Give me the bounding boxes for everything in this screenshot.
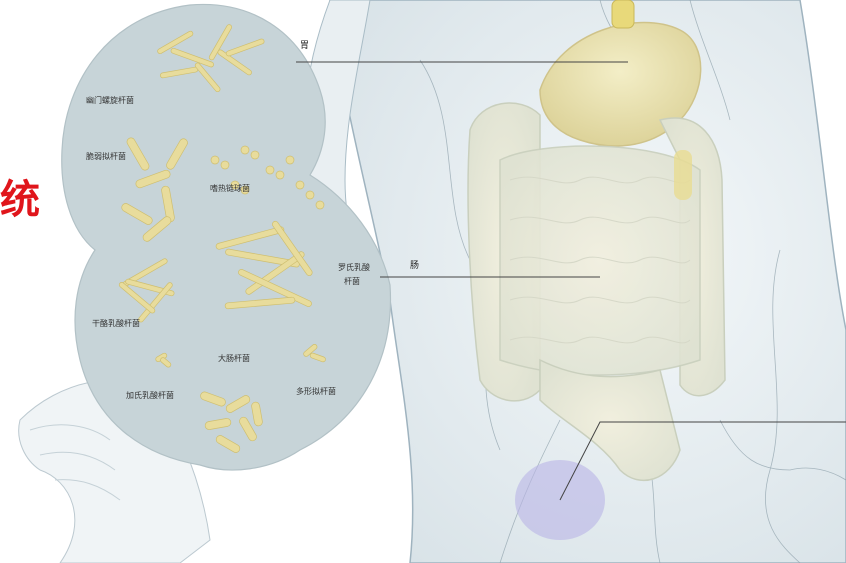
stomach-label: 胃	[300, 42, 309, 51]
gasseri-label: 加氏乳酸杆菌	[126, 392, 174, 400]
title-fragment: 统	[0, 180, 40, 220]
bifidobacterium-label: 脆弱拟杆菌	[86, 153, 126, 161]
reuteri-label-2: 杆菌	[344, 278, 360, 286]
helicobacter-label: 幽门螺旋杆菌	[86, 97, 134, 105]
ecoli-label: 大肠杆菌	[218, 355, 250, 363]
streptococcus-label: 嗜热链球菌	[210, 185, 250, 193]
bacteroides-label: 多形拟杆菌	[296, 388, 336, 396]
casei-label: 干酪乳酸杆菌	[92, 320, 140, 328]
intestine-label: 肠	[410, 262, 419, 271]
reuteri-label: 罗氏乳酸	[338, 264, 370, 272]
